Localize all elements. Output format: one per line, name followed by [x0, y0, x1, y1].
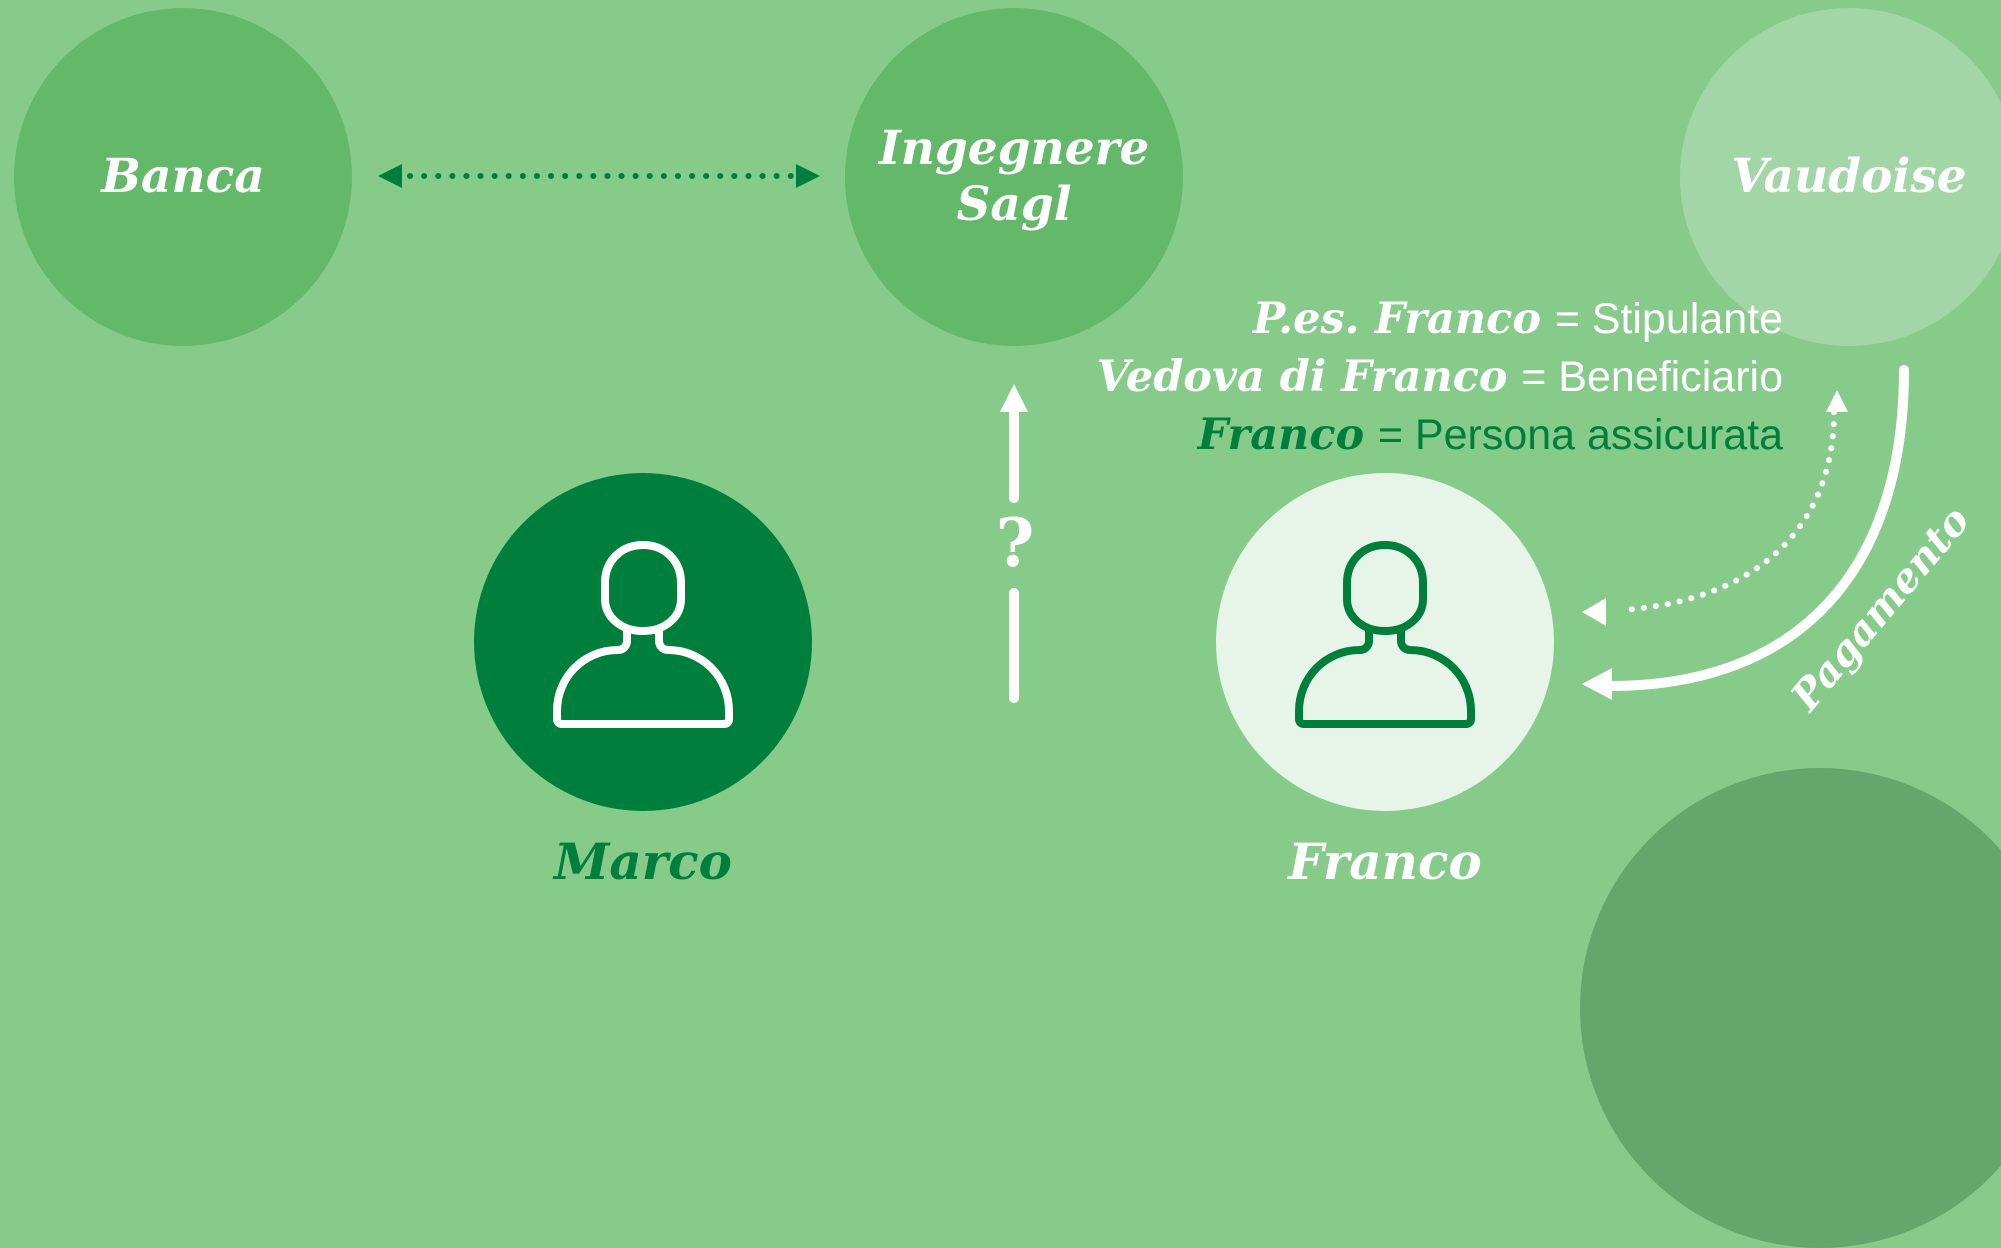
engineer-node: Ingegnere Sagl: [845, 8, 1183, 346]
roles-legend: P.es. Franco = Stipulante Vedova di Fran…: [1096, 290, 1783, 464]
arrow-icon: [1582, 598, 1606, 626]
role-beneficiary: Vedova di Franco = Beneficiario: [1096, 352, 1783, 402]
dotted-return-link: [1582, 390, 1848, 626]
payment-link: [1582, 365, 1909, 700]
franco-label: Franco: [1288, 832, 1482, 891]
person-icon: [553, 541, 733, 728]
connectors: [378, 164, 1909, 703]
role-policyholder: P.es. Franco = Stipulante: [1252, 294, 1783, 344]
vaudoise-label: Vaudoise: [1731, 149, 1967, 204]
marco-node: [474, 473, 812, 811]
bank-label: Banca: [101, 149, 265, 204]
bank-engineer-link: [378, 164, 820, 188]
role-insured: Franco = Persona assicurata: [1197, 410, 1783, 460]
question-link: [1000, 384, 1028, 703]
person-icon: [1295, 541, 1475, 728]
arrow-icon: [1582, 668, 1612, 700]
arrow-icon: [1826, 390, 1848, 412]
engineer-label: Ingegnere Sagl: [878, 121, 1150, 232]
bank-node: Banca: [14, 8, 352, 346]
marco-label: Marco: [554, 832, 732, 891]
arrow-icon: [1000, 384, 1028, 412]
vaudoise-node: Vaudoise: [1680, 8, 2001, 346]
arrow-icon: [378, 164, 402, 188]
arrow-icon: [796, 164, 820, 188]
franco-node: [1216, 473, 1554, 811]
question-mark: ?: [995, 504, 1035, 582]
